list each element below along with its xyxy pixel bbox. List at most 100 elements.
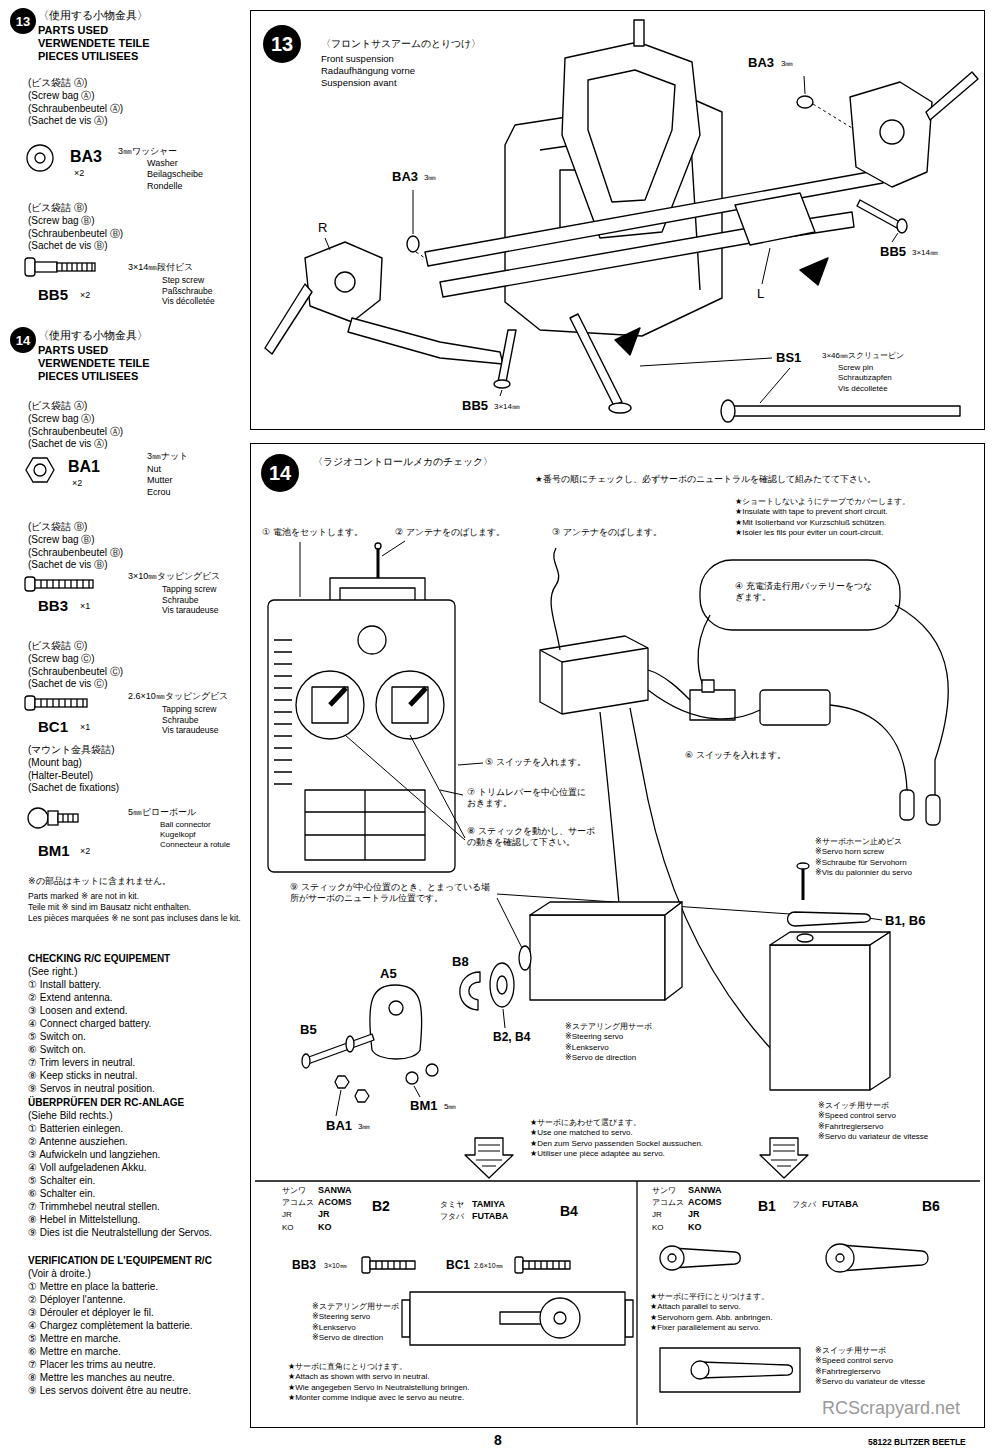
rc-equipment-illustration-part	[826, 1244, 854, 1272]
quantity: ×1	[80, 722, 90, 733]
part-callout: B2	[372, 1198, 390, 1215]
part-note: ※Lenkservo	[312, 1323, 356, 1333]
rc-equipment-illustration-part	[529, 1261, 565, 1269]
part-callout: BB5	[880, 244, 906, 260]
parts-icon-part	[41, 699, 83, 707]
step-number-circle: 13	[10, 8, 36, 34]
instruction-note: ★Use one matched to servo.	[530, 1128, 633, 1138]
part-name: Tapping screw	[162, 704, 216, 714]
dimension: 3㎜	[781, 59, 793, 69]
screw-bag-label: (ビス袋詰 Ⓐ)	[28, 400, 87, 412]
part-name: Vis décolletée	[838, 384, 888, 394]
rc-equipment-illustration-part	[797, 863, 809, 869]
parts-icon-part	[62, 263, 92, 271]
part-callout: B2, B4	[493, 1030, 530, 1044]
parts-icon-part	[25, 577, 35, 591]
rc-equipment-illustration-part	[797, 934, 813, 942]
instruction-note: ★Wie angegeben Servo in Neutralstellung …	[288, 1383, 470, 1393]
front-suspension-illustration-part	[800, 258, 828, 285]
rc-equipment-illustration-part	[302, 1054, 310, 1068]
instruction-heading: ÜBERPRÜFEN DER RC-ANLAGE	[28, 1097, 184, 1109]
brand-name: KO	[282, 1223, 294, 1233]
panel-subheading: Radaufhängung vorne	[321, 65, 415, 76]
part-code: BC1	[38, 718, 68, 736]
parts-icon-part	[57, 263, 95, 271]
part-callout: BB3	[292, 1258, 316, 1272]
instruction-note: ★Servohorn gem. Abb. anbringen.	[650, 1313, 772, 1323]
rc-equipment-illustration-part	[700, 560, 900, 630]
brand-name: JR	[318, 1209, 330, 1220]
rc-equipment-illustration-part	[802, 868, 805, 900]
rc-equipment-illustration-part	[760, 1138, 808, 1178]
rc-equipment-illustration-part	[648, 690, 760, 719]
front-suspension-illustration-part	[634, 20, 644, 46]
part-note: ※ステアリング用サーボ	[565, 1022, 652, 1032]
parts-icon-part	[35, 580, 93, 588]
quantity: ×2	[80, 290, 90, 301]
screw-bag-label: (Sachet de vis Ⓐ)	[28, 438, 107, 450]
rc-equipment-illustration-part	[698, 615, 710, 690]
instruction-note: ★Fixer parallèlement au servo.	[650, 1323, 760, 1333]
brand-name: アコムス	[652, 1198, 684, 1208]
instruction-heading: CHECKING R/C EQUIPEMENT	[28, 953, 170, 965]
rc-equipment-illustration-part	[406, 1072, 418, 1084]
rc-equipment-illustration-part	[515, 1257, 523, 1273]
front-suspension-illustration-part	[305, 242, 382, 322]
rc-equipment-illustration-part	[926, 795, 940, 825]
watermark: RCScrapyard.net	[822, 1398, 960, 1420]
front-suspension-illustration-part	[850, 82, 932, 187]
rc-equipment-illustration-part	[370, 985, 422, 1059]
dimension: 3㎜	[424, 173, 436, 183]
instruction-heading: VERIFICATION DE L'EQUIPEMENT R/C	[28, 1255, 212, 1267]
part-name: 2.6×10㎜タッピングビス	[128, 691, 228, 702]
instruction-note: ★Den zum Servo passenden Sockel aussuche…	[530, 1139, 703, 1149]
rc-equipment-illustration-part	[460, 972, 480, 1010]
front-suspension-illustration-part	[615, 328, 640, 355]
step-number: 14	[16, 334, 30, 347]
brand-name: SANWA	[318, 1185, 352, 1196]
front-suspension-illustration-part	[498, 330, 516, 382]
rc-equipment-illustration-part	[255, 1180, 980, 1181]
instruction-step: ① Install battery.	[28, 979, 101, 991]
front-suspension-illustration-part	[797, 96, 813, 108]
rc-equipment-illustration-part	[389, 1001, 403, 1015]
rc-equipment-illustration-part	[691, 1361, 709, 1379]
part-note: ※ステアリング用サーボ	[312, 1302, 399, 1312]
brand-name: FUTABA	[472, 1211, 508, 1222]
brand-name: ACOMS	[318, 1197, 352, 1208]
part-code: BB3	[38, 597, 68, 615]
rc-equipment-illustration-part	[540, 648, 648, 714]
instruction-note: ★サーボに平行にとりつけます。	[650, 1292, 769, 1302]
rc-equipment-illustration-part	[700, 1362, 793, 1378]
rc-equipment-illustration-part	[465, 1138, 513, 1178]
side-marker: R	[318, 220, 327, 236]
rc-equipment-illustration-part	[668, 1254, 676, 1262]
screw-bag-label: (Sachet de vis Ⓑ)	[28, 240, 107, 252]
section-heading: PARTS USED	[38, 344, 108, 357]
part-callout: BA3	[392, 169, 418, 185]
brand-name: フタバ	[440, 1212, 464, 1222]
part-name: Washer	[147, 158, 178, 169]
rc-equipment-illustration-part	[836, 1254, 844, 1262]
front-suspension-illustration-part	[570, 314, 622, 406]
front-suspension-illustration-part	[407, 236, 419, 252]
screw-bag-label: (Schraubenbeutel Ⓑ)	[28, 547, 123, 559]
dimension: 3×10㎜	[324, 1262, 347, 1270]
rc-equipment-illustration-part	[312, 687, 348, 723]
screw-bag-label: (Schraubenbeutel Ⓑ)	[28, 228, 123, 240]
rc-equipment-illustration-part	[665, 902, 682, 1000]
rc-equipment-illustration-part	[330, 688, 346, 705]
part-note: ※Steering servo	[312, 1312, 370, 1322]
rc-equipment-illustration-part	[377, 548, 380, 578]
part-callout: B1	[758, 1198, 776, 1215]
part-name: Tapping screw	[162, 584, 216, 594]
part-note: ※Servo de direction	[565, 1053, 636, 1063]
part-name: 5㎜ピローボール	[128, 807, 196, 818]
part-name: Connecteur à rotule	[160, 840, 230, 850]
screw-bag-label: (Screw bag Ⓒ)	[28, 653, 95, 665]
instruction-step: ④ Voll aufgeladenen Akku.	[28, 1162, 147, 1174]
panel-heading: 〈フロントサスアームのとりつけ〉	[321, 38, 481, 50]
brand-name: KO	[318, 1222, 332, 1233]
rc-equipment-illustration-part	[330, 578, 425, 600]
rc-equipment-illustration-part	[702, 680, 714, 692]
